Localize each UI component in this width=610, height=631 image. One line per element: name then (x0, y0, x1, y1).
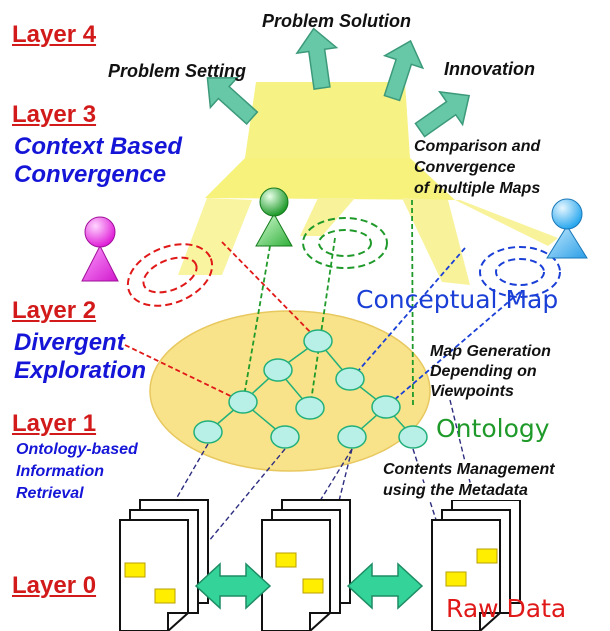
layer1-desc-line1: Ontology-based (16, 441, 138, 458)
document-stack-icon (431, 499, 521, 631)
layer2-desc-line2: Exploration (14, 357, 147, 384)
output-problem-setting: Problem Setting (108, 61, 247, 81)
note-comparison-line1: Comparison and (414, 138, 541, 155)
layer1-title: Layer 1 (12, 410, 97, 437)
layer3-desc-line1: Context Based (14, 133, 183, 160)
projection-lines (124, 199, 521, 409)
person-magenta-icon (81, 216, 119, 282)
note-comparison-line2: Convergence (414, 159, 516, 176)
layer2-title: Layer 2 (12, 297, 97, 324)
ontology-tree-nodes (193, 329, 428, 449)
layer3-desc-line2: Convergence (14, 161, 167, 188)
note-mapgen-line2: Depending on (430, 363, 537, 380)
note-mapgen-line3: Viewpoints (430, 383, 514, 400)
layer0-title: Layer 0 (12, 572, 97, 599)
raw-data-label: Raw Data (446, 594, 567, 623)
exchange-double-arrow (194, 562, 424, 610)
layer1-desc-line3: Retrieval (16, 485, 84, 502)
output-problem-solution: Problem Solution (262, 11, 412, 31)
output-arrows (206, 27, 471, 138)
layer3-title: Layer 3 (12, 101, 97, 128)
note-mapgen-line1: Map Generation (430, 343, 551, 360)
output-innovation: Innovation (444, 59, 535, 79)
note-comparison-line3: of multiple Maps (414, 180, 541, 197)
person-green-icon (255, 187, 293, 247)
note-contents-line1: Contents Management (381, 461, 557, 479)
layer2-desc-line1: Divergent (14, 329, 125, 356)
document-stack-icon (119, 499, 209, 631)
layer1-desc-line2: Information (16, 463, 104, 480)
note-contents-line2: using the Metadata (381, 482, 530, 500)
ontology-label: Ontology (436, 414, 550, 443)
document-stack-icon (261, 499, 351, 631)
person-blue-icon (546, 198, 588, 259)
conceptual-map-rings (126, 217, 561, 307)
layer4-title: Layer 4 (12, 21, 97, 48)
conceptual-map-label: Conceptual Map (356, 285, 559, 314)
